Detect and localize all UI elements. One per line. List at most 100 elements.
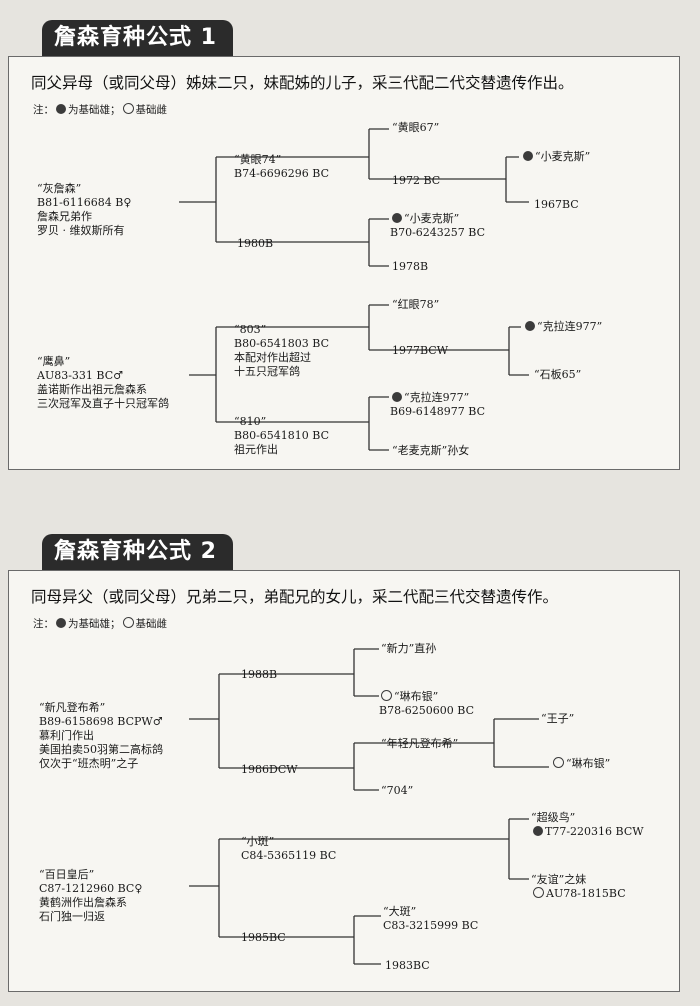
- filled-dot-icon: [523, 151, 533, 161]
- node-daban: “大斑” C83-3215999 BC: [383, 905, 478, 933]
- node-note: 三次冠军及直子十只冠军鸽: [37, 397, 169, 410]
- ring-icon: [122, 617, 134, 628]
- node-youyi: “友谊”之妹 AU78-1815BC: [531, 873, 626, 901]
- node-name: “新凡登布希”: [39, 701, 106, 714]
- formula1-legend: 注： 为基础雄； 基础雌: [33, 102, 167, 117]
- node-name: “百日皇后”: [39, 868, 95, 881]
- node-ring-number: C87-1212960 BC♀: [39, 882, 143, 895]
- formula1-panel: 同父异母（或同父母）姊妹二只，妹配姊的儿子，采三代配二代交替遗传作出。 注： 为基…: [8, 56, 680, 470]
- node-xiaoban: “小斑” C84-5365119 BC: [241, 835, 336, 863]
- node-nianqing: “年轻凡登布希”: [381, 737, 458, 751]
- node-1983: 1983BC: [385, 959, 430, 973]
- node-name: “鹰鼻”: [37, 355, 71, 368]
- node-note: 十五只冠军鸽: [234, 365, 300, 378]
- node-ring-number: AU83-331 BC♂: [37, 369, 123, 382]
- formula1-tree-lines: [179, 128, 529, 451]
- node-ring-number: C83-3215999 BC: [383, 919, 479, 932]
- node-year: 1986DCW: [241, 763, 298, 776]
- node-note: 罗贝 · 维奴斯所有: [37, 224, 125, 237]
- node-name: “黄眼74”: [234, 153, 282, 166]
- node-name: “王子”: [541, 712, 575, 725]
- node-ring-number: T77-220316 BCW: [545, 825, 644, 838]
- formula2-rule: 同母异父（或同父母）兄弟二只，弟配兄的女儿，采二代配三代交替遗传作。: [31, 588, 559, 606]
- node-note: 仅次于“班杰明”之子: [39, 757, 139, 770]
- node-1980: 1980B: [237, 237, 273, 251]
- node-laomaikesi: “老麦克斯”孙女: [392, 444, 469, 458]
- node-huangyan67: “黄眼67”: [392, 121, 439, 135]
- node-year: 1980B: [237, 237, 274, 250]
- node-ring-number: B74-6696296 BC: [234, 167, 329, 180]
- ring-icon: [553, 757, 564, 768]
- legend-male: 为基础雄；: [68, 618, 121, 630]
- node-name: “琳布银”: [394, 690, 439, 703]
- node-name: “小麦克斯”: [535, 150, 591, 163]
- formula2-legend: 注： 为基础雄； 基础雌: [33, 616, 167, 631]
- node-year: 1967BC: [534, 198, 579, 211]
- legend-male: 为基础雄；: [68, 104, 121, 116]
- legend-female: 基础雌: [135, 104, 168, 116]
- node-yingbi: “鹰鼻” AU83-331 BC♂ 盖诺斯作出祖元詹森系 三次冠军及直子十只冠军…: [37, 355, 169, 411]
- node-kelalian977-b: “克拉连977” B69-6148977 BC: [390, 391, 485, 419]
- node-year: 1972 BC: [392, 174, 441, 187]
- formula1-rule: 同父异母（或同父母）姊妹二只，妹配姊的儿子，采三代配二代交替遗传作出。: [31, 74, 574, 92]
- node-name: “超级鸟”: [531, 811, 576, 824]
- node-ring-number: AU78-1815BC: [546, 887, 626, 900]
- node-name: “新力”直孙: [381, 642, 437, 655]
- node-linbuyin-b: “琳布银”: [551, 757, 610, 771]
- node-1967: 1967BC: [534, 198, 579, 212]
- node-ring-number: B80-6541810 BC: [234, 429, 329, 442]
- ring-icon: [122, 103, 134, 114]
- node-year: 1985BC: [241, 931, 286, 944]
- filled-dot-icon: [392, 213, 402, 223]
- node-1978: 1978B: [392, 260, 428, 274]
- legend-prefix: 注：: [33, 104, 54, 116]
- node-note: 慕利门作出: [39, 729, 94, 742]
- node-ring-number: B89-6158698 BCPW♂: [39, 715, 163, 728]
- node-hongyan78: “红眼78”: [392, 298, 439, 312]
- node-ring-number: B69-6148977 BC: [390, 405, 485, 418]
- filled-dot-icon: [525, 321, 535, 331]
- formula1-tab: 詹森育种公式 1: [42, 20, 233, 56]
- node-note: 盖诺斯作出祖元詹森系: [37, 383, 147, 396]
- node-name: “克拉连977”: [537, 320, 603, 333]
- node-1985: 1985BC: [241, 931, 286, 945]
- node-note: 石门独一归返: [39, 910, 105, 923]
- node-note: 祖元作出: [234, 443, 278, 456]
- node-name: “灰詹森”: [37, 182, 82, 195]
- node-ring-number: B78-6250600 BC: [379, 704, 474, 717]
- filled-dot-icon: [56, 618, 66, 628]
- node-bairi: “百日皇后” C87-1212960 BC♀ 黄鹤洲作出詹森系 石门独一归返: [39, 868, 142, 924]
- node-xiaomaikesi-a: “小麦克斯”: [521, 150, 590, 164]
- node-1986: 1986DCW: [241, 763, 298, 777]
- filled-dot-icon: [56, 104, 66, 114]
- node-shiban65: “石板65”: [534, 368, 581, 382]
- node-wangzi: “王子”: [541, 712, 574, 726]
- node-name: “琳布银”: [566, 757, 611, 770]
- legend-female: 基础雌: [135, 618, 168, 630]
- node-xinli: “新力”直孙: [381, 642, 436, 656]
- node-name: “704”: [381, 784, 414, 797]
- node-year: 1988B: [241, 668, 278, 681]
- node-name: “红眼78”: [392, 298, 440, 311]
- ring-icon: [381, 690, 392, 701]
- formula1-title: 詹森育种公式 1: [54, 25, 217, 50]
- formula2-tab: 詹森育种公式 2: [42, 534, 233, 570]
- node-name: “年轻凡登布希”: [381, 737, 459, 750]
- legend-prefix: 注：: [33, 618, 54, 630]
- node-704: “704”: [381, 784, 413, 798]
- node-note: 黄鹤洲作出詹森系: [39, 896, 127, 909]
- node-linbuyin-a: “琳布银” B78-6250600 BC: [379, 690, 474, 718]
- node-803: “803” B80-6541803 BC 本配对作出超过 十五只冠军鸽: [234, 323, 329, 379]
- ring-icon: [533, 887, 544, 898]
- node-note: 詹森兄弟作: [37, 210, 92, 223]
- node-xiaomaikesi-b: “小麦克斯” B70-6243257 BC: [390, 212, 485, 240]
- node-1977: 1977BCW: [392, 344, 448, 358]
- node-name: “大斑”: [383, 905, 417, 918]
- node-810: “810” B80-6541810 BC 祖元作出: [234, 415, 329, 457]
- filled-dot-icon: [392, 392, 402, 402]
- node-name: “黄眼67”: [392, 121, 440, 134]
- node-xinfan: “新凡登布希” B89-6158698 BCPW♂ 慕利门作出 美国拍卖50羽第…: [39, 701, 163, 771]
- formula2-title: 詹森育种公式 2: [54, 539, 217, 564]
- node-year: 1977BCW: [392, 344, 449, 357]
- node-name: “石板65”: [534, 368, 582, 381]
